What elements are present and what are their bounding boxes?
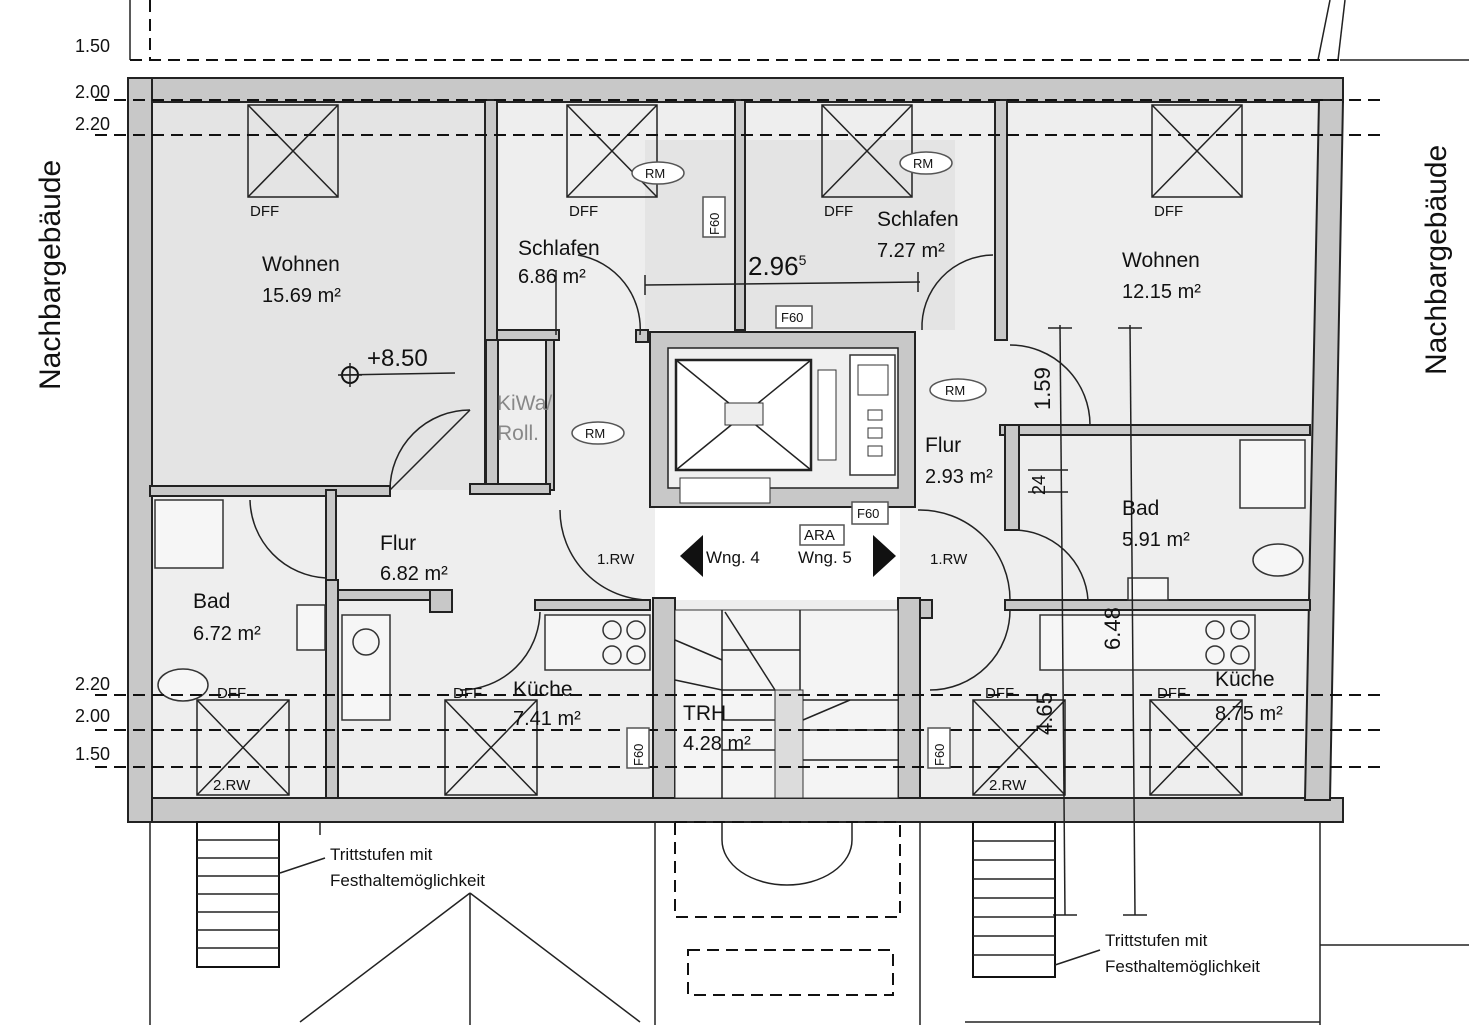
room-name-wohnen-right: Wohnen — [1122, 249, 1200, 272]
room-label-kiwa-line1: KiWa/ — [497, 392, 552, 415]
apartment-4-label: Wng. 4 — [706, 548, 760, 567]
room-name-trh: TRH — [683, 702, 726, 725]
room-area-flur-left: 6.82 m² — [380, 563, 448, 585]
room-name-kueche-right: Küche — [1215, 668, 1275, 691]
f60-badges — [626, 196, 951, 769]
room-area-kueche-right: 8.75 m² — [1215, 703, 1283, 725]
ara-label: ARA — [804, 527, 835, 544]
height-label-200-bottom: 2.00 — [75, 706, 110, 726]
room-area-wohnen-right: 12.15 m² — [1122, 281, 1201, 303]
roof-edge-top — [129, 0, 1469, 61]
note-trittstufen-right-line2: Festhaltemöglichkeit — [1105, 957, 1260, 976]
dimension-label-648: 6.48 — [1100, 607, 1125, 650]
height-label-220-top: 2.20 — [75, 114, 110, 134]
dff-label: DFF — [217, 685, 246, 702]
skylights-bottom — [196, 699, 1243, 796]
room-area-schlafen-left: 6.86 m² — [518, 266, 586, 288]
room-area-flur-right: 2.93 m² — [925, 466, 993, 488]
dff-label: DFF — [824, 203, 853, 220]
rm-label: RM — [585, 426, 605, 441]
height-label-150-bottom: 1.50 — [75, 744, 110, 764]
dimension-label-24: 24 — [1029, 475, 1049, 495]
room-area-bad-left: 6.72 m² — [193, 623, 261, 645]
f60-label: F60 — [707, 213, 722, 235]
room-area-kueche-left: 7.41 m² — [513, 708, 581, 730]
room-name-bad-right: Bad — [1122, 497, 1159, 520]
dff-label: DFF — [1157, 685, 1186, 702]
f60-label: F60 — [631, 744, 646, 766]
note-trittstufen-left-line2: Festhaltemöglichkeit — [330, 871, 485, 890]
room-area-trh: 4.28 m² — [683, 733, 751, 755]
room-label-kiwa-line2: Roll. — [497, 422, 539, 445]
height-label-150-top: 1.50 — [75, 36, 110, 56]
f60-label: F60 — [857, 506, 879, 521]
note-trittstufen-left-line1: Trittstufen mit — [330, 845, 433, 864]
height-label-200-top: 2.00 — [75, 82, 110, 102]
dff-label: DFF — [250, 203, 279, 220]
rw-label: 2.RW — [213, 777, 251, 794]
room-name-kueche-left: Küche — [513, 678, 573, 701]
dimension-label-159: 1.59 — [1030, 367, 1055, 410]
neighbor-building-left-label: Nachbargebäude — [34, 160, 67, 390]
elevator-shaft — [674, 354, 896, 504]
roof-height-lines — [95, 99, 1380, 768]
dimension-lines — [338, 272, 1147, 916]
fixtures — [154, 439, 1306, 721]
rw-label: 1.RW — [930, 551, 968, 568]
dff-label: DFF — [453, 685, 482, 702]
room-area-bad-right: 5.91 m² — [1122, 529, 1190, 551]
rm-label: RM — [945, 383, 965, 398]
room-area-wohnen-left: 15.69 m² — [262, 285, 341, 307]
room-name-bad-left: Bad — [193, 590, 230, 613]
f60-label: F60 — [781, 310, 803, 325]
dff-label: DFF — [985, 685, 1014, 702]
rm-label: RM — [645, 166, 665, 181]
ara-badge — [799, 524, 845, 546]
rm-label: RM — [913, 156, 933, 171]
dff-label: DFF — [1154, 203, 1183, 220]
room-name-wohnen-left: Wohnen — [262, 253, 340, 276]
rw-label: 1.RW — [597, 551, 635, 568]
skylights-top — [247, 104, 1243, 198]
door-swings — [249, 254, 1091, 691]
room-name-flur-right: Flur — [925, 434, 961, 457]
room-name-schlafen-right: Schlafen — [877, 208, 959, 231]
room-name-flur-left: Flur — [380, 532, 416, 555]
note-trittstufen-right-line1: Trittstufen mit — [1105, 931, 1208, 950]
neighbor-building-right-label: Nachbargebäude — [1420, 145, 1453, 375]
room-area-schlafen-right: 7.27 m² — [877, 240, 945, 262]
room-name-schlafen-left: Schlafen — [518, 237, 600, 260]
dimension-label-465: 4.65 — [1032, 692, 1057, 735]
rm-badges — [571, 151, 987, 445]
height-label-220-bottom: 2.20 — [75, 674, 110, 694]
f60-label: F60 — [932, 744, 947, 766]
rw-label: 2.RW — [989, 777, 1027, 794]
dimension-width-label: 2.965 — [748, 251, 807, 281]
entrance-arrows — [680, 535, 896, 577]
dff-label: DFF — [569, 203, 598, 220]
level-label: +8.50 — [367, 345, 428, 372]
exterior-below — [149, 821, 1469, 1025]
apartment-5-label: Wng. 5 — [798, 548, 852, 567]
